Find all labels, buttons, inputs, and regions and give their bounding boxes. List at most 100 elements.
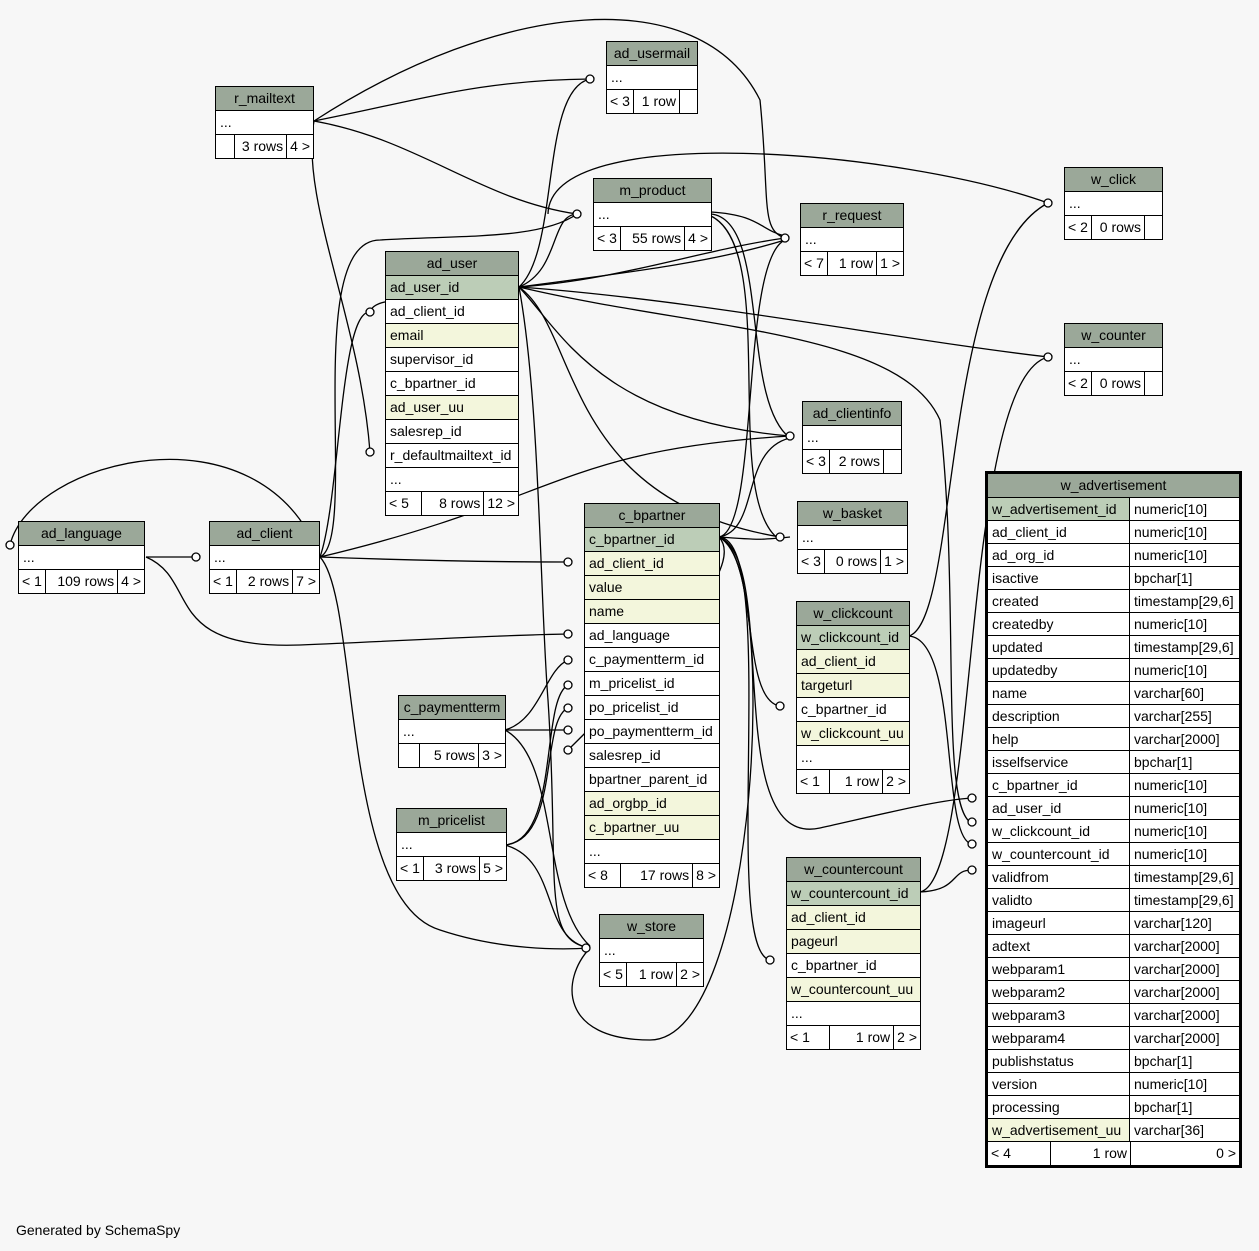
table-r-mailtext[interactable]: r_mailtext ... 3 rows 4 > [215, 86, 314, 159]
table-footer: < 1 2 rows 7 > [210, 570, 319, 593]
table-title: w_advertisement [988, 474, 1239, 498]
table-w-counter[interactable]: w_counter ... < 2 0 rows [1064, 323, 1163, 396]
table-title: w_clickcount [797, 602, 909, 626]
table-title: r_request [801, 204, 903, 228]
table-title: m_product [594, 179, 711, 203]
column-row: pageurl [787, 930, 920, 954]
table-footer: < 2 0 rows [1065, 372, 1162, 395]
column-type: varchar[2000] [1130, 1027, 1239, 1050]
table-footer: < 1 1 row 2 > [787, 1026, 920, 1049]
column-row: ad_client_id [797, 650, 909, 674]
column-name: webparam1 [988, 958, 1130, 981]
column-row: targeturl [797, 674, 909, 698]
column-row: salesrep_id [585, 744, 719, 768]
column-type: bpchar[1] [1130, 1096, 1239, 1119]
column-row: ad_language [585, 624, 719, 648]
table-footer: 5 rows 3 > [399, 744, 505, 767]
column-row: name [585, 600, 719, 624]
column-type: varchar[60] [1130, 682, 1239, 705]
column-name: ad_client_id [988, 521, 1130, 544]
table-footer: < 8 17 rows 8 > [585, 864, 719, 887]
column-row: ad_client_id [787, 906, 920, 930]
table-m-pricelist[interactable]: m_pricelist ... < 1 3 rows 5 > [396, 808, 507, 881]
table-ad-language[interactable]: ad_language ... < 1 109 rows 4 > [18, 521, 145, 594]
column-row: salesrep_id [386, 420, 518, 444]
table-title: w_countercount [787, 858, 920, 882]
column-row: r_defaultmailtext_id [386, 444, 518, 468]
table-w-store[interactable]: w_store ... < 5 1 row 2 > [599, 914, 704, 987]
column-name: w_clickcount_id [988, 820, 1130, 843]
columns-ellipsis: ... [216, 111, 313, 135]
columns-ellipsis: ... [1065, 192, 1162, 216]
column-name: webparam4 [988, 1027, 1130, 1050]
table-ad-user[interactable]: ad_user ad_user_id ad_client_id email su… [385, 251, 519, 516]
column-row: w_countercount_id [787, 882, 920, 906]
column-name: c_bpartner_id [988, 774, 1130, 797]
table-ad-client[interactable]: ad_client ... < 1 2 rows 7 > [209, 521, 320, 594]
column-name: isactive [988, 567, 1130, 590]
table-w-countercount[interactable]: w_countercount w_countercount_id ad_clie… [786, 857, 921, 1050]
table-ad-clientinfo[interactable]: ad_clientinfo ... < 3 2 rows [802, 401, 902, 474]
column-row: c_bpartner_id [787, 954, 920, 978]
columns-ellipsis: ... [797, 746, 909, 770]
column-type: numeric[10] [1130, 613, 1239, 636]
columns-ellipsis: ... [798, 526, 907, 550]
column-row: email [386, 324, 518, 348]
table-c-paymentterm[interactable]: c_paymentterm ... 5 rows 3 > [398, 695, 506, 768]
columns-ellipsis: ... [397, 833, 506, 857]
table-title: w_counter [1065, 324, 1162, 348]
table-footer: < 3 2 rows [803, 450, 901, 473]
column-row: c_bpartner_uu [585, 816, 719, 840]
column-name: createdby [988, 613, 1130, 636]
columns-ellipsis: ... [787, 1002, 920, 1026]
table-m-product[interactable]: m_product ... < 3 55 rows 4 > [593, 178, 712, 251]
column-name: created [988, 590, 1130, 613]
column-row: w_countercount_uu [787, 978, 920, 1002]
column-type: timestamp[29,6] [1130, 636, 1239, 659]
table-title: c_bpartner [585, 504, 719, 528]
table-w-click[interactable]: w_click ... < 2 0 rows [1064, 167, 1163, 240]
table-r-request[interactable]: r_request ... < 7 1 row 1 > [800, 203, 904, 276]
table-footer: < 1 3 rows 5 > [397, 857, 506, 880]
table-w-clickcount[interactable]: w_clickcount w_clickcount_id ad_client_i… [796, 601, 910, 794]
column-type: varchar[120] [1130, 912, 1239, 935]
table-title: ad_usermail [607, 42, 697, 66]
column-name: description [988, 705, 1130, 728]
column-type: varchar[2000] [1130, 981, 1239, 1004]
columns-ellipsis: ... [803, 426, 901, 450]
column-type: numeric[10] [1130, 843, 1239, 866]
table-footer: < 1 109 rows 4 > [19, 570, 144, 593]
columns-ellipsis: ... [210, 546, 319, 570]
table-ad-usermail[interactable]: ad_usermail ... < 3 1 row [606, 41, 698, 114]
column-name: webparam3 [988, 1004, 1130, 1027]
table-c-bpartner[interactable]: c_bpartner c_bpartner_id ad_client_id va… [584, 503, 720, 888]
column-name: name [988, 682, 1130, 705]
column-row: ad_orgbp_id [585, 792, 719, 816]
column-name: w_advertisement_id [988, 498, 1130, 521]
column-type: timestamp[29,6] [1130, 866, 1239, 889]
column-name: w_advertisement_uu [988, 1119, 1130, 1142]
table-w-basket[interactable]: w_basket ... < 3 0 rows 1 > [797, 501, 908, 574]
column-name: version [988, 1073, 1130, 1096]
column-name: updatedby [988, 659, 1130, 682]
columns-ellipsis: ... [594, 203, 711, 227]
column-row: c_bpartner_id [585, 528, 719, 552]
table-footer: < 1 1 row 2 > [797, 770, 909, 793]
columns-ellipsis: ... [386, 468, 518, 492]
column-row: po_pricelist_id [585, 696, 719, 720]
column-type: numeric[10] [1130, 544, 1239, 567]
